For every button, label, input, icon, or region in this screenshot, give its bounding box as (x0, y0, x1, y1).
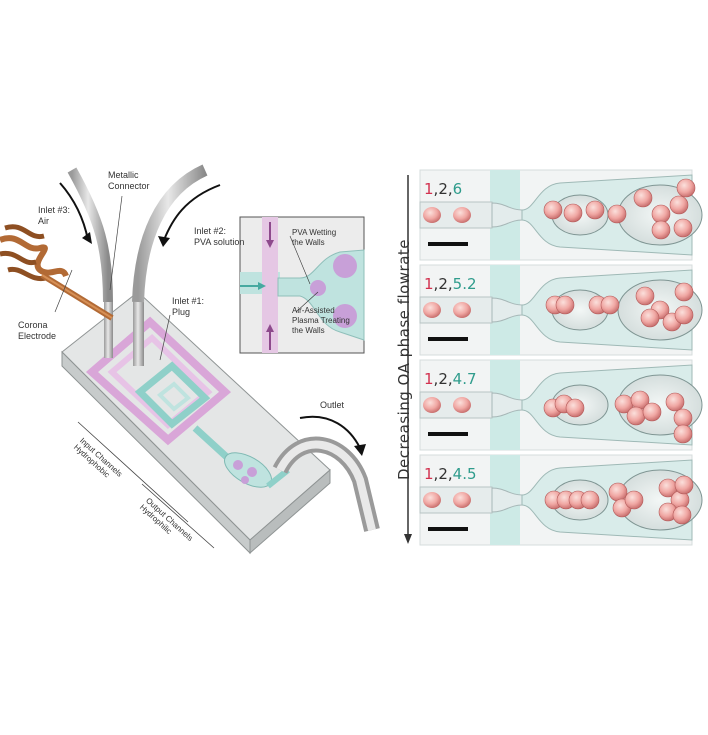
encapsulated-droplet (585, 200, 605, 220)
flow-arrows (59, 182, 366, 456)
ratio-panel-3: 1,2,4.7 (424, 370, 477, 388)
flowrate-axis-label: Decreasing OA phase flowrate (395, 238, 413, 480)
encapsulated-droplet (624, 490, 644, 510)
encapsulated-droplet (676, 178, 696, 198)
encapsulated-droplet (633, 188, 653, 208)
corona-label: Corona Electrode (18, 320, 57, 341)
inlet-droplet (423, 302, 441, 318)
encapsulated-droplet (665, 392, 685, 412)
ratio-3-a: 1 (424, 370, 434, 388)
encapsulated-droplet (565, 398, 585, 418)
encapsulated-droplet (635, 286, 655, 306)
encapsulated-droplet (607, 204, 627, 224)
arrow-inlet3 (59, 182, 89, 241)
inlet-droplet (423, 397, 441, 413)
encapsulated-droplet (673, 218, 693, 238)
ratio-4-c: 4.5 (452, 465, 477, 483)
scale-bar (428, 527, 468, 531)
encapsulated-droplet (543, 200, 563, 220)
inlet-post-center (133, 300, 144, 366)
encapsulated-droplet (563, 203, 583, 223)
connector-label: Metallic Connector (108, 170, 150, 191)
inlet-post-left (104, 300, 113, 358)
inlet1-label: Inlet #1: Plug (172, 296, 205, 317)
ratio-panel-2: 1,2,5.2 (424, 275, 477, 293)
encapsulated-droplet (674, 475, 694, 495)
ratio-panel-4: 1,2,4.5 (424, 465, 477, 483)
chip-slab-front (249, 468, 331, 555)
inlet3-label: Inlet #3: Air (38, 205, 71, 226)
encapsulated-droplet (674, 305, 694, 325)
encapsulated-droplet (651, 204, 671, 224)
scale-bar (428, 242, 468, 246)
leader-lines (54, 195, 171, 361)
outlet-label: Outlet (320, 400, 345, 410)
tube-pva (132, 164, 208, 303)
teal-channel (134, 361, 211, 429)
scale-bar (428, 432, 468, 436)
encapsulated-droplet (674, 282, 694, 302)
ratio-1-a: 1 (424, 180, 434, 198)
encapsulated-droplet (580, 490, 600, 510)
output-channel (192, 425, 290, 489)
encapsulated-droplet (651, 220, 671, 240)
ratio-1-c: 6 (452, 180, 463, 198)
inlet-droplet (453, 207, 471, 223)
ratio-2-c: 5.2 (452, 275, 477, 293)
ratio-panel-1: 1,2,6 (424, 180, 463, 198)
axis-arrow (404, 175, 412, 544)
encapsulated-droplet (608, 482, 628, 502)
encapsulated-droplet (642, 402, 662, 422)
ratio-2-a: 1 (424, 275, 434, 293)
inset-plasma-view (239, 216, 365, 354)
scale-bar (428, 337, 468, 341)
arrow-outlet (299, 415, 361, 449)
ratio-4-b: 2 (438, 465, 448, 483)
arrow-inlet3-head (82, 232, 92, 244)
encapsulated-droplet (669, 195, 689, 215)
arrow-inlet2-head (158, 236, 170, 247)
inlet-droplet (453, 397, 471, 413)
encapsulated-droplet (555, 295, 575, 315)
encapsulated-droplet (640, 308, 660, 328)
ratio-3-c: 4.7 (452, 370, 477, 388)
micrograph-panels (404, 169, 703, 546)
encapsulated-droplet (672, 505, 692, 525)
device-schematic (0, 164, 380, 555)
encapsulated-droplet (626, 406, 646, 426)
ratio-1-b: 2 (438, 180, 448, 198)
encapsulated-droplet (600, 295, 620, 315)
inlet-droplet (453, 492, 471, 508)
inlet-droplet (423, 492, 441, 508)
tube-air (67, 167, 113, 303)
corona-electrode (0, 224, 114, 321)
arrow-outlet-head (354, 444, 366, 456)
ratio-2-b: 2 (438, 275, 448, 293)
inlet-droplet (423, 207, 441, 223)
inlet-droplet (453, 302, 471, 318)
ratio-3-b: 2 (438, 370, 448, 388)
inset-plasma-label: Air-Assisted Plasma Treating the Walls (292, 306, 350, 335)
ratio-4-a: 1 (424, 465, 434, 483)
inlet2-label: Inlet #2: PVA solution (194, 226, 245, 247)
channel-brackets (77, 421, 215, 549)
encapsulated-droplet (673, 408, 693, 428)
arrow-inlet2 (163, 184, 221, 241)
inset-wetting-label: PVA Wetting the Walls (292, 228, 337, 247)
encapsulated-droplet (673, 424, 693, 444)
